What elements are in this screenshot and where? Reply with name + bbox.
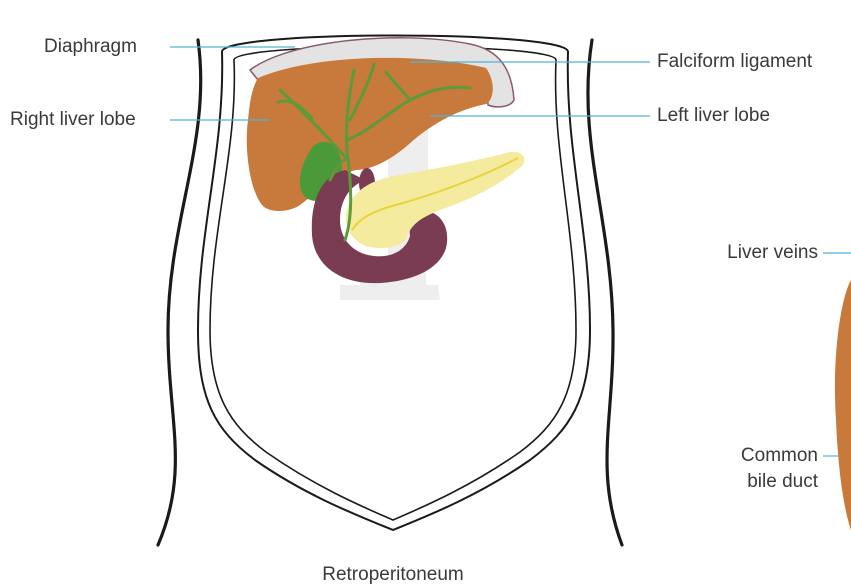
label-retroperitoneum: Retroperitoneum — [293, 564, 493, 586]
label-diaphragm: Diaphragm — [44, 36, 137, 58]
label-left-liver-lobe: Left liver lobe — [657, 105, 770, 127]
label-common-bile-duct-line1: Common — [700, 445, 818, 467]
label-right-liver-lobe: Right liver lobe — [10, 109, 136, 131]
label-liver-veins: Liver veins — [700, 242, 818, 264]
label-common-bile-duct-line2: bile duct — [700, 471, 818, 493]
label-falciform-ligament: Falciform ligament — [657, 51, 812, 73]
body-outer-outline — [158, 40, 201, 545]
liver-crop-right — [835, 280, 851, 530]
